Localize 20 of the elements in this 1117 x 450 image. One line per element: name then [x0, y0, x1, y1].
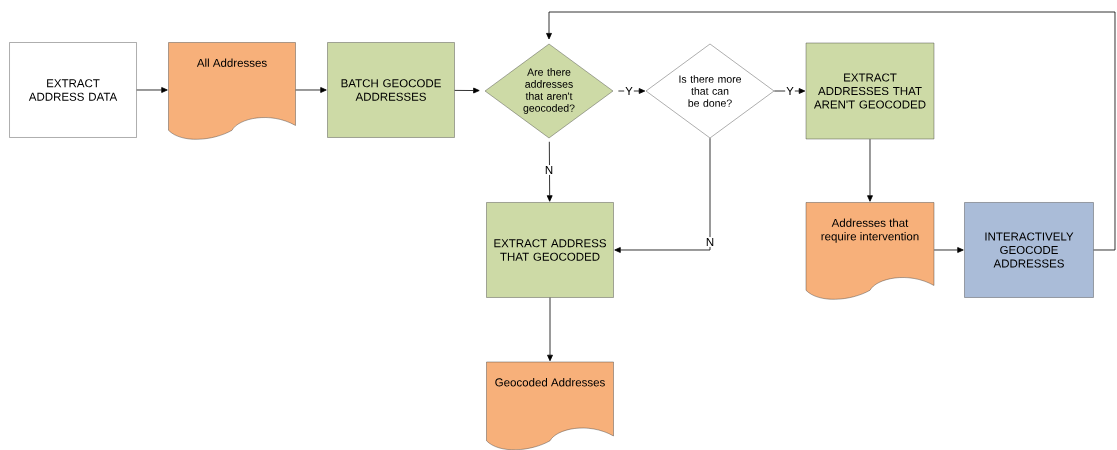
- edge-label: Y: [624, 86, 634, 96]
- arrow: [933, 247, 964, 253]
- arrow: [618, 88, 646, 94]
- arrow: [546, 11, 1116, 251]
- arrow: [295, 87, 327, 93]
- arrow: [546, 141, 553, 202]
- arrow: [773, 88, 806, 94]
- arrow: [136, 87, 168, 93]
- arrow: [614, 137, 711, 253]
- edge-label: N: [704, 237, 716, 247]
- process-box: EXTRACT ADDRESS DATA: [9, 42, 137, 138]
- process-box: INTERACTIVELY GEOCODE ADDRESSES: [964, 202, 1094, 298]
- process-box: EXTRACT ADDRESS THAT GEOCODED: [486, 202, 614, 298]
- process-box: BATCH GEOCODE ADDRESSES: [327, 42, 455, 138]
- edge-label: Y: [785, 86, 795, 96]
- arrow: [547, 297, 553, 362]
- process-box: EXTRACT ADDRESSES THAT AREN'T GEOCODED: [805, 42, 935, 140]
- arrow: [867, 138, 873, 202]
- arrow: [454, 87, 480, 94]
- edge-label: N: [543, 165, 555, 175]
